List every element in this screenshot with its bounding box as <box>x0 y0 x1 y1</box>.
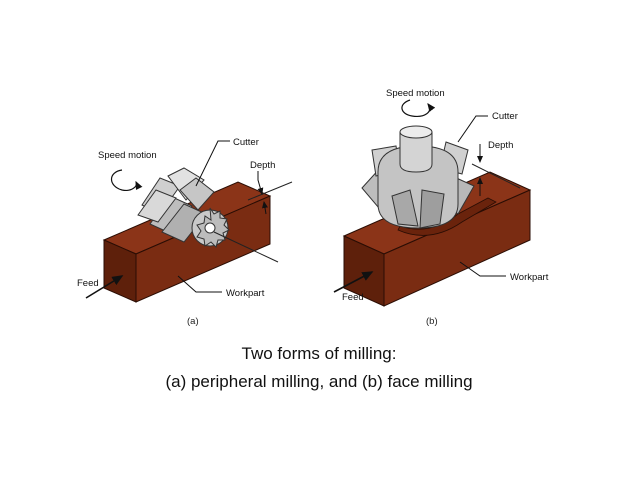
workpart-a-side <box>103 239 137 303</box>
cutter-b-tooth <box>419 189 445 229</box>
caption-line-2: (a) peripheral milling, and (b) face mil… <box>165 372 473 391</box>
depth-b-ref-line <box>471 163 521 189</box>
speed-motion-a-label: Speed motion <box>98 150 157 161</box>
speed-motion-b-arrow <box>401 99 436 117</box>
workpart-b-leader <box>459 261 506 277</box>
depth-a-leader <box>257 171 264 195</box>
speed-motion-a-arrow <box>110 169 143 191</box>
caption-line-1: Two forms of milling: <box>241 344 397 363</box>
workpart-block-b <box>342 171 532 307</box>
feed-b-label: Feed <box>342 292 364 303</box>
cutter-b-tooth <box>391 189 419 227</box>
cutter-a-axis-line <box>213 231 279 263</box>
cutter-a <box>137 167 230 248</box>
workpart-b-side <box>343 235 385 307</box>
speed-motion-b-label: Speed motion <box>386 88 445 99</box>
feed-a-arrow <box>85 275 124 299</box>
feed-b-arrow <box>333 271 374 293</box>
depth-a-label: Depth <box>250 160 275 171</box>
cutter-a-label: Cutter <box>233 137 259 148</box>
cutter-a-tooth <box>137 189 177 223</box>
cutter-a-tooth <box>179 177 215 211</box>
depth-b-label: Depth <box>488 140 513 151</box>
cutter-a-arbor-hole <box>204 222 216 234</box>
cutter-b <box>361 125 475 229</box>
depth-a-ref-line <box>247 181 293 201</box>
cutter-b-shank <box>399 131 433 173</box>
cutter-b-label: Cutter <box>492 111 518 122</box>
workpart-b-label: Workpart <box>510 272 549 283</box>
workpart-a-label: Workpart <box>226 288 265 299</box>
diagram-b-sublabel: (b) <box>426 316 438 327</box>
diagram-a-sublabel: (a) <box>187 316 199 327</box>
depth-a-arrow-up <box>262 201 268 215</box>
cutter-a-tooth <box>167 167 205 201</box>
feed-a-label: Feed <box>77 278 99 289</box>
diagram-b: Speed motion Cutter Depth Feed Workpart … <box>333 88 549 327</box>
workpart-a-leader <box>177 275 222 293</box>
cutter-b-shank-top <box>399 125 433 139</box>
cutter-b-leader <box>457 115 488 143</box>
cutter-a-leader <box>195 140 230 187</box>
workpart-b-machined-surface <box>397 197 497 236</box>
diagram-a: Speed motion Cutter Depth Feed Workpart … <box>77 137 293 327</box>
